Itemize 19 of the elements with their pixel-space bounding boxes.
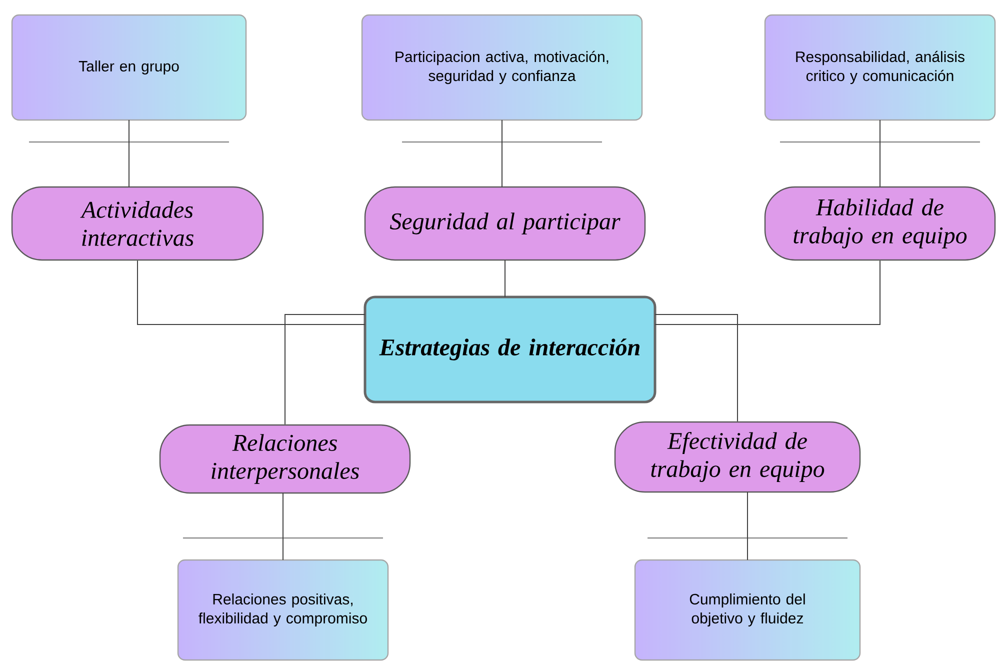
topic-pill: Relaciones interpersonales xyxy=(159,424,411,494)
topic-pill: Efectividad de trabajo en equipo xyxy=(614,421,861,493)
connector-line xyxy=(747,492,748,560)
topic-pill: Actividades interactivas xyxy=(11,186,264,261)
connector-line xyxy=(654,314,738,422)
detail-box: Relaciones positivas, flexibilidad y compromiso xyxy=(177,559,389,661)
connector-line xyxy=(137,260,366,325)
topic-pill: Seguridad al participar xyxy=(364,186,646,261)
topic-pill: Habilidad de trabajo en equipo xyxy=(764,186,996,261)
detail-box: Responsabilidad, análisis critico y comunicación xyxy=(764,14,996,121)
central-box: Estrategias de interacción xyxy=(364,296,656,404)
detail-box: Cumplimiento del objetivo y fluidez xyxy=(634,559,861,661)
detail-box: Participacion activa, motivación, seguridad y confianza xyxy=(361,14,643,121)
connector-line xyxy=(128,120,130,188)
connector-line xyxy=(504,260,506,298)
detail-box: Taller en grupo xyxy=(11,14,247,121)
connector-line xyxy=(654,260,880,325)
connector-line xyxy=(284,314,366,425)
connector-line xyxy=(282,492,284,560)
